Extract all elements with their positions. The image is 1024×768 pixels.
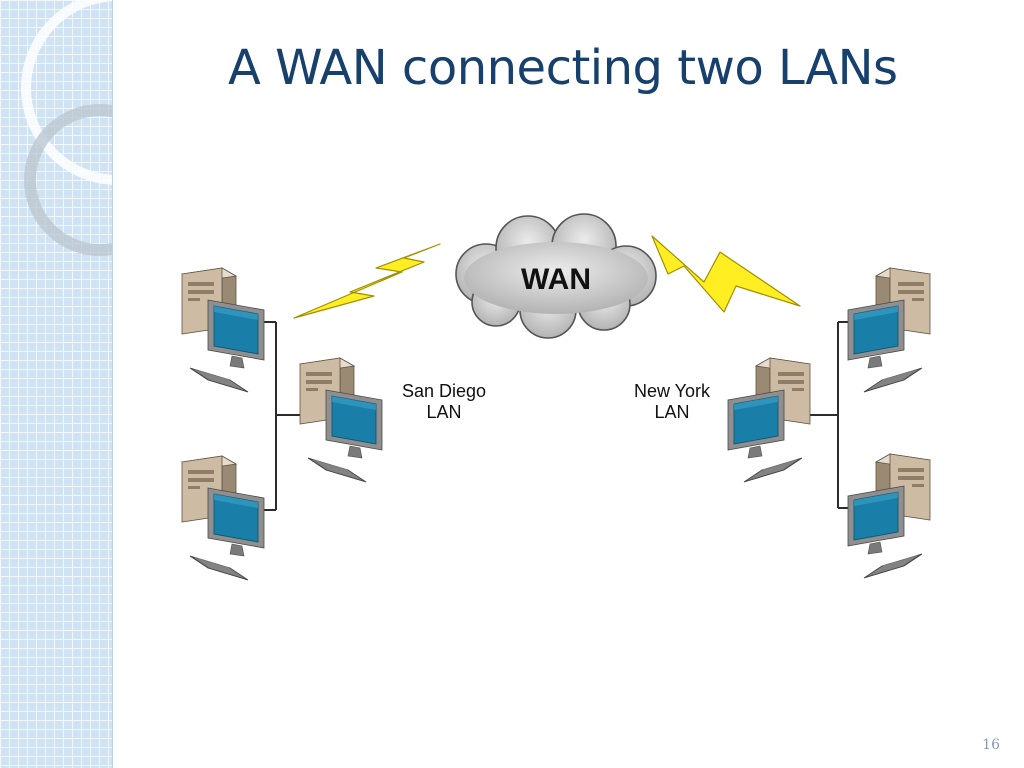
- san-diego-computer-2: [299, 357, 383, 483]
- san-diego-label-line2: LAN: [426, 402, 461, 422]
- new-york-label-line1: New York: [634, 381, 711, 401]
- san-diego-computer-3: [181, 455, 265, 581]
- wan-cloud: [455, 213, 657, 339]
- san-diego-computer-1: [181, 267, 265, 393]
- page-number: 16: [982, 737, 1000, 753]
- decorative-ring-large: [21, 0, 112, 185]
- new-york-computer-1: [848, 268, 930, 392]
- new-york-label-line2: LAN: [654, 402, 689, 422]
- decorative-sidebar: [0, 0, 113, 768]
- decorative-ring-small: [24, 104, 112, 256]
- new-york-computer-3: [848, 454, 930, 578]
- wan-label: WAN: [521, 263, 591, 296]
- left-lightning-bolt: [293, 243, 441, 319]
- slide-title: A WAN connecting two LANs: [228, 40, 898, 96]
- san-diego-label-line1: San Diego: [402, 381, 486, 401]
- right-lightning-bolt: [651, 235, 801, 313]
- new-york-computer-2: [728, 358, 810, 482]
